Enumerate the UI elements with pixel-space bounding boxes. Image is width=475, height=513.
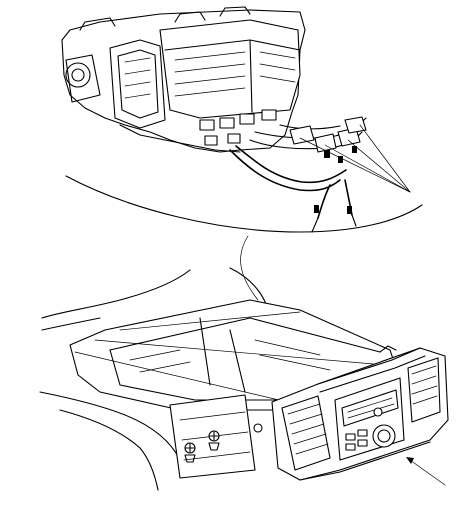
detail-boundary-arc — [65, 175, 423, 233]
bolt — [208, 430, 220, 451]
detail-leader — [240, 235, 259, 301]
main-view-dashboard — [39, 267, 401, 491]
detail-view-unit — [61, 6, 306, 153]
bolt — [184, 442, 196, 463]
callout-arrow-line — [409, 459, 446, 486]
callout-arrow-head — [406, 457, 414, 464]
control-knob — [372, 424, 396, 448]
main-view-console-panel — [271, 345, 449, 486]
detail-view-wiring — [229, 116, 411, 233]
